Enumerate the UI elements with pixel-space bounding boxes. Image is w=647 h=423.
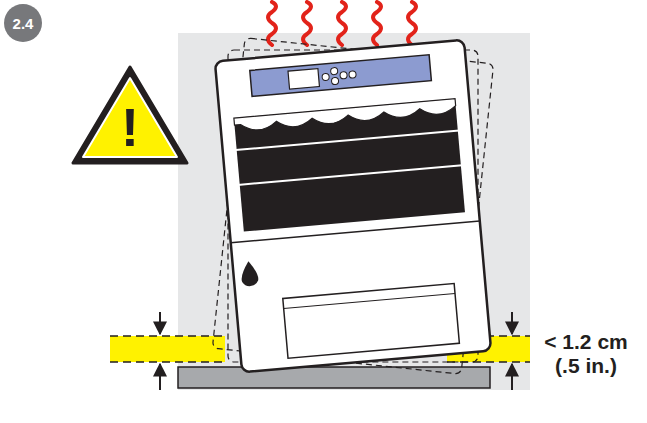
warning-mark: ! — [121, 100, 139, 154]
tilt-outlines — [212, 38, 493, 374]
ground-panel — [178, 33, 530, 390]
warning-triangle: ! — [70, 64, 190, 166]
step-badge: 2.4 — [4, 4, 42, 42]
printer — [215, 40, 491, 373]
dimension-label: < 1.2 cm (.5 in.) — [532, 330, 640, 378]
table-surface — [178, 367, 490, 388]
clearance-band — [110, 336, 225, 362]
step-number: 2.4 — [13, 16, 34, 31]
heat-waves — [268, 2, 416, 45]
